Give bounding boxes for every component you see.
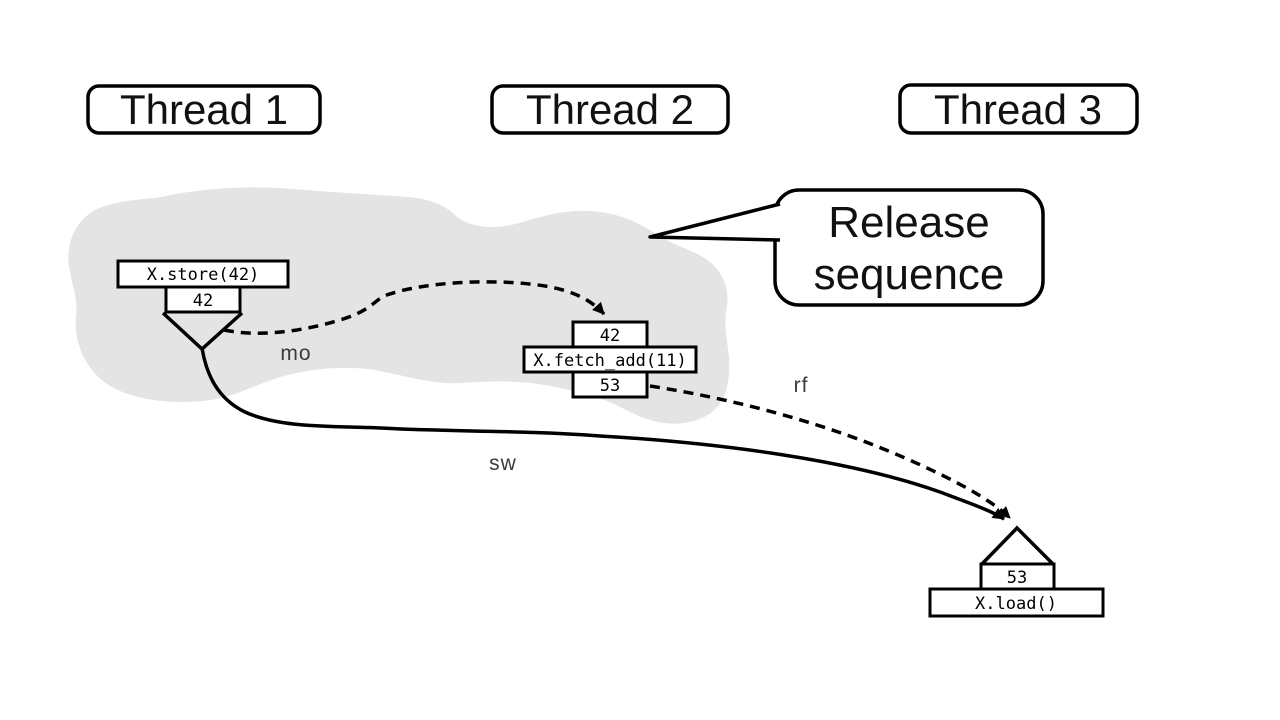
- thread-1-label: Thread 1: [120, 86, 288, 133]
- fetch-add-after-box: [571, 370, 649, 399]
- store-value-box: [164, 285, 242, 314]
- store-value-label: 42: [193, 291, 213, 311]
- thread-1-header: Thread 1: [86, 84, 322, 135]
- release-sequence-callout: Release sequence: [648, 188, 1045, 307]
- mo-edge: [223, 280, 606, 335]
- thread-3-box: [898, 83, 1139, 135]
- callout-bubble: [773, 188, 1045, 307]
- thread-3-header: Thread 3: [898, 83, 1139, 135]
- load-op-box: [928, 587, 1105, 618]
- fetch-add-before-label: 42: [600, 326, 620, 346]
- fetch-add-after-label: 53: [600, 376, 620, 396]
- thread-2-box: [490, 84, 730, 135]
- store-op-label: X.store(42): [147, 265, 260, 285]
- store-node: X.store(42) 42: [116, 259, 290, 352]
- fetch-add-op-label: X.fetch_add(11): [533, 351, 687, 371]
- load-node: 53 X.load(): [928, 525, 1105, 618]
- sw-edge: [200, 347, 1005, 521]
- thread-2-label: Thread 2: [526, 86, 694, 133]
- callout-line2: sequence: [814, 250, 1005, 299]
- rf-edge: [649, 384, 1012, 520]
- load-value-box: [979, 562, 1056, 591]
- callout-tail: [648, 202, 781, 242]
- rf-edge-label: rf: [794, 374, 809, 397]
- callout-line1: Release: [828, 198, 989, 247]
- thread-3-label: Thread 3: [934, 86, 1102, 133]
- thread-2-header: Thread 2: [490, 84, 730, 135]
- load-read-triangle: [979, 525, 1056, 567]
- sw-edge-label: sw: [489, 452, 517, 475]
- fetch-add-node: 42 X.fetch_add(11) 53: [522, 320, 698, 399]
- thread-1-box: [86, 84, 322, 135]
- load-op-label: X.load(): [975, 594, 1057, 614]
- load-value-label: 53: [1007, 568, 1027, 588]
- store-write-triangle: [161, 311, 244, 352]
- mo-edge-label: mo: [280, 342, 311, 365]
